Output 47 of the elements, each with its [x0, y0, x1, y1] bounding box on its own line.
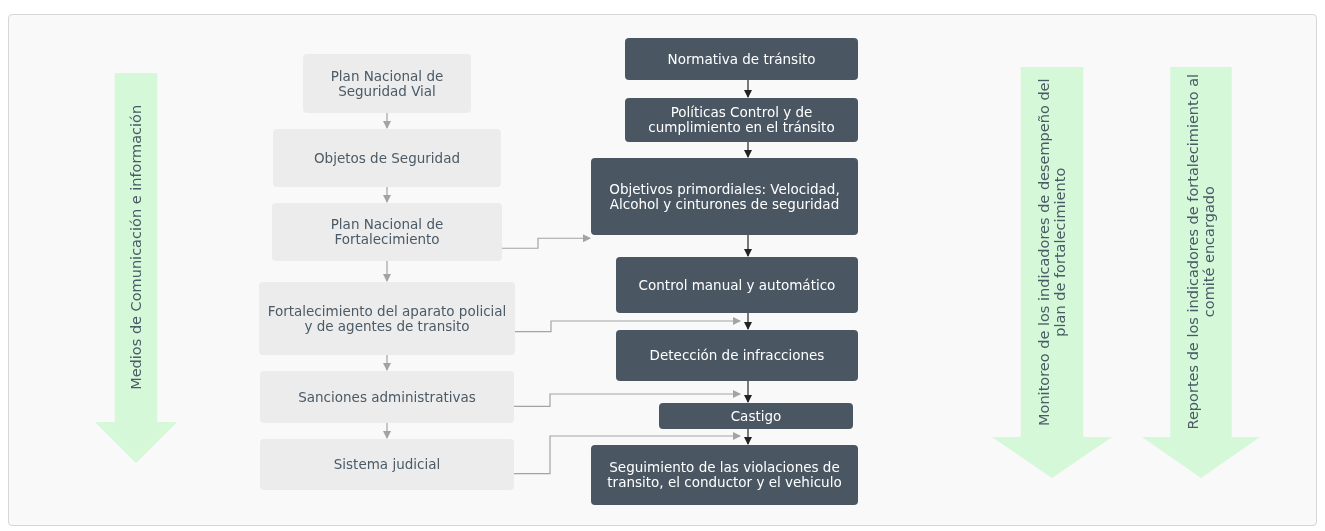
step-box: [273, 129, 501, 187]
arrow: [501, 234, 591, 249]
box-label: Fortalecimiento del aparato policial y de agentes de transito: [267, 303, 507, 334]
arrow: [514, 317, 741, 333]
arrow: [383, 354, 391, 371]
arrow: [744, 79, 752, 98]
box-label: Seguimiento de las violaciones de transito, el conductor y el vehiculo: [606, 460, 843, 490]
step-box: [260, 371, 514, 423]
arrow: [744, 234, 752, 257]
box-label: Plan Nacional de Fortalecimiento: [329, 217, 445, 247]
box-label: Sistema judicial: [333, 457, 441, 472]
arrow: [383, 112, 391, 129]
box-label: Sanciones administrativas: [298, 389, 476, 405]
box-label: Control manual y automático: [638, 277, 836, 293]
process-box: [659, 403, 853, 429]
arrow: [513, 432, 741, 475]
band-label: Reportes de los indicadores de fortalecimiento al comité encargado: [1185, 73, 1217, 432]
band-label: Monitoreo de los indicadores de desempeño del plan de fortalecimiento: [1036, 77, 1068, 428]
arrow: [744, 312, 752, 330]
arrow: [383, 260, 391, 282]
step-box: [272, 203, 502, 261]
step-box: [259, 282, 515, 355]
arrow: [744, 428, 752, 445]
step-box: [303, 54, 471, 113]
box-label: Objetos de Seguridad: [314, 150, 460, 166]
arrow: [383, 422, 391, 439]
box-label: Políticas Control y de cumplimiento en el tránsito: [647, 105, 836, 135]
arrow: [383, 186, 391, 203]
process-box: [591, 445, 858, 505]
down-arrow-band: [992, 67, 1112, 478]
box-label: Plan Nacional de Seguridad Vial: [329, 68, 445, 99]
process-box: [625, 98, 858, 142]
process-box: [591, 158, 858, 235]
down-arrow-band: [1142, 67, 1260, 478]
arrow: [744, 380, 752, 403]
arrow: [744, 141, 752, 158]
box-label: Detección de infracciones: [649, 348, 825, 363]
process-box: [616, 257, 858, 313]
down-arrow-band: [95, 73, 177, 463]
box-label: Castigo: [730, 408, 782, 424]
process-box: [616, 330, 858, 381]
arrow: [513, 390, 741, 407]
process-box: [625, 38, 858, 80]
band-label: Medios de Comunicación e información: [128, 105, 144, 390]
box-label: Normativa de tránsito: [667, 51, 816, 67]
step-box: [260, 439, 514, 490]
box-label: Objetivos primordiales: Velocidad, Alcohol y cinturones de seguridad: [608, 181, 841, 212]
